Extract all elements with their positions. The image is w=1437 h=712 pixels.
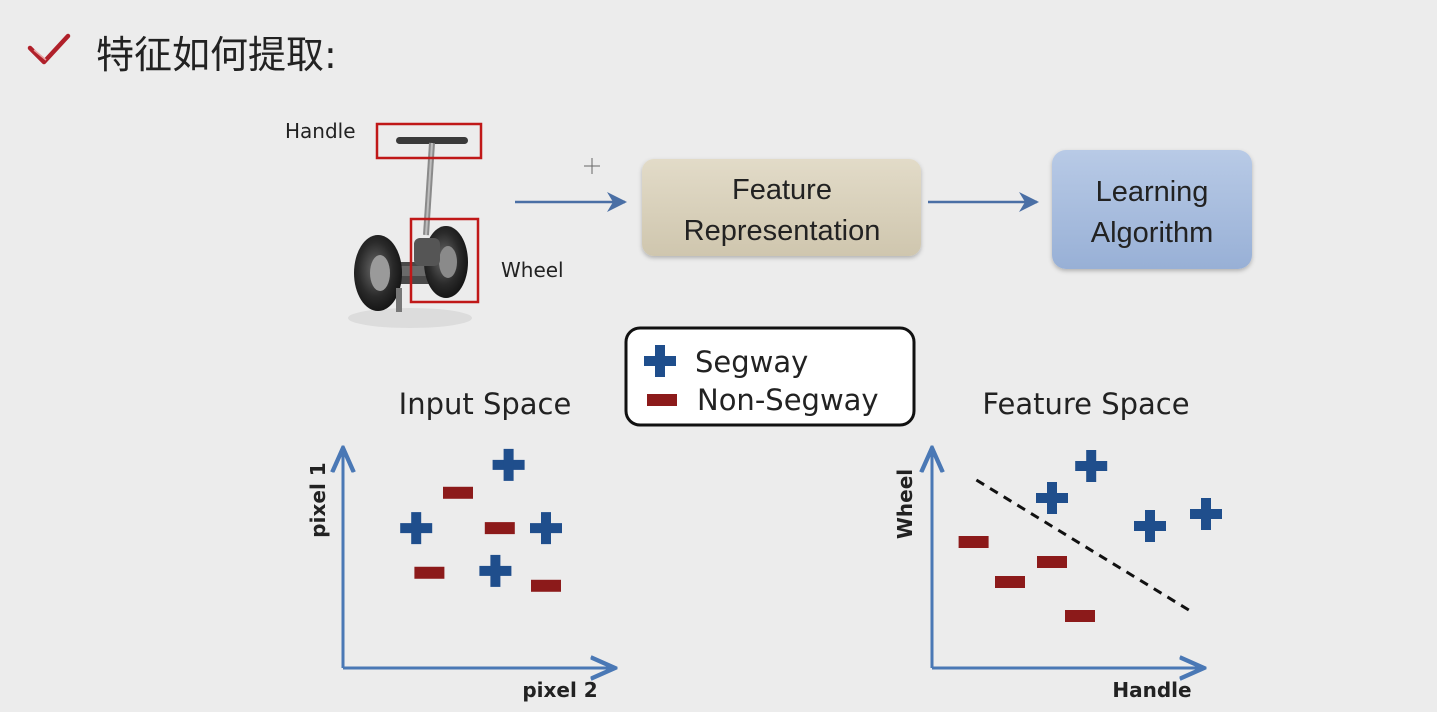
segway-plus-marker [1134,510,1166,542]
feature-x-label: Handle [1112,678,1191,702]
legend-minus-icon [647,394,677,406]
feature-box-line2: Representation [684,215,881,247]
non-segway-minus-marker [484,522,515,535]
handle-label: Handle [285,119,356,143]
non-segway-minus-marker [958,536,989,548]
feature-space-marks [958,450,1222,622]
input-y-label: pixel 1 [306,462,330,537]
crosshair-cursor-icon [584,158,600,174]
non-segway-minus-marker [1037,556,1067,568]
segway-plus-marker [1036,482,1068,514]
wheel-highlight-box [409,217,480,304]
non-segway-minus-marker [995,576,1025,588]
legend-plus-icon [644,345,676,377]
legend-negative-label: Non-Segway [697,383,879,417]
segway-plus-marker [1075,450,1108,482]
non-segway-minus-marker [531,579,561,592]
non-segway-minus-marker [443,486,473,499]
wheel-label: Wheel [501,258,564,282]
feature-space-chart: Feature Space Handle Wheel [893,387,1222,702]
non-segway-minus-marker [414,566,445,579]
learning-algorithm-box: Learning Algorithm [1052,150,1252,269]
legend-positive-label: Segway [695,345,808,379]
segway-plus-marker [492,448,525,481]
feature-space-title: Feature Space [982,387,1189,421]
input-space-marks [400,448,562,592]
input-x-label: pixel 2 [522,678,597,702]
handlebar-shape [396,137,468,144]
input-space-chart: Input Space pixel 2 pixel 1 [306,387,615,702]
learning-box-line2: Algorithm [1091,217,1214,249]
feature-y-label: Wheel [893,469,917,539]
check-icon [27,33,71,65]
input-space-title: Input Space [399,387,572,421]
feature-representation-box: Feature Representation [642,159,921,256]
feature-box-line1: Feature [732,174,832,206]
handle-highlight-box [375,122,483,160]
learning-box-line1: Learning [1096,176,1209,208]
segway-plus-marker [479,554,512,587]
decision-boundary-line [975,478,1193,614]
segway-plus-marker [1190,498,1222,530]
segway-plus-marker [530,512,562,545]
legend: Segway Non-Segway [624,326,916,427]
slide-title: 特征如何提取: [96,33,337,77]
segway-plus-marker [400,512,433,545]
non-segway-minus-marker [1065,610,1095,622]
